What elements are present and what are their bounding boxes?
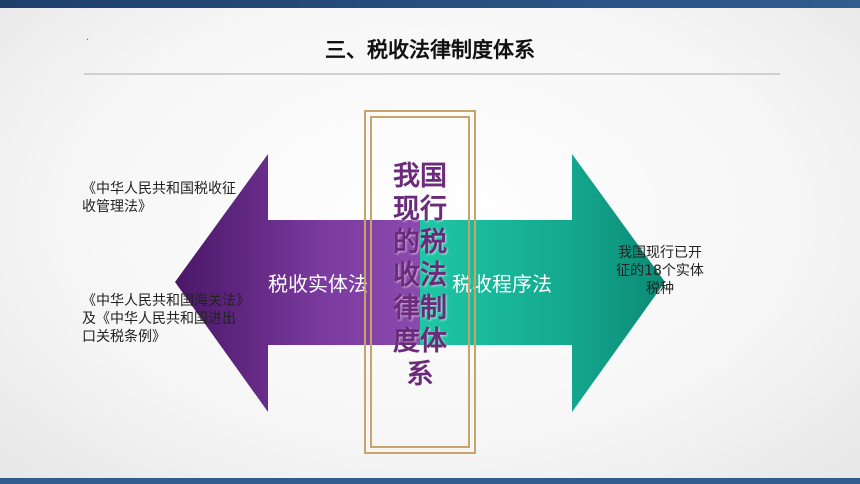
left-arrow [175,154,420,412]
left-arrow-label: 税收实体法 [268,272,368,296]
right-note: 我国现行已开征的18个实体税种 [616,245,704,297]
center-frame-inner [370,116,470,448]
center-title: 我国现行的税收法律制度体系 [393,161,447,390]
bottom-accent-bar [0,478,860,484]
right-arrow [420,154,665,412]
corner-dot: . [86,32,90,43]
title-divider [84,73,780,75]
slide-title: 三、税收法律制度体系 [325,38,535,62]
center-frame-outer [364,110,476,454]
left-bottom-note: 《中华人民共和国海关法》及《中华人民共和国进出口关税条例》 [82,293,243,345]
left-top-note: 《中华人民共和国税收征收管理法》 [82,181,236,215]
top-accent-bar [0,0,860,8]
